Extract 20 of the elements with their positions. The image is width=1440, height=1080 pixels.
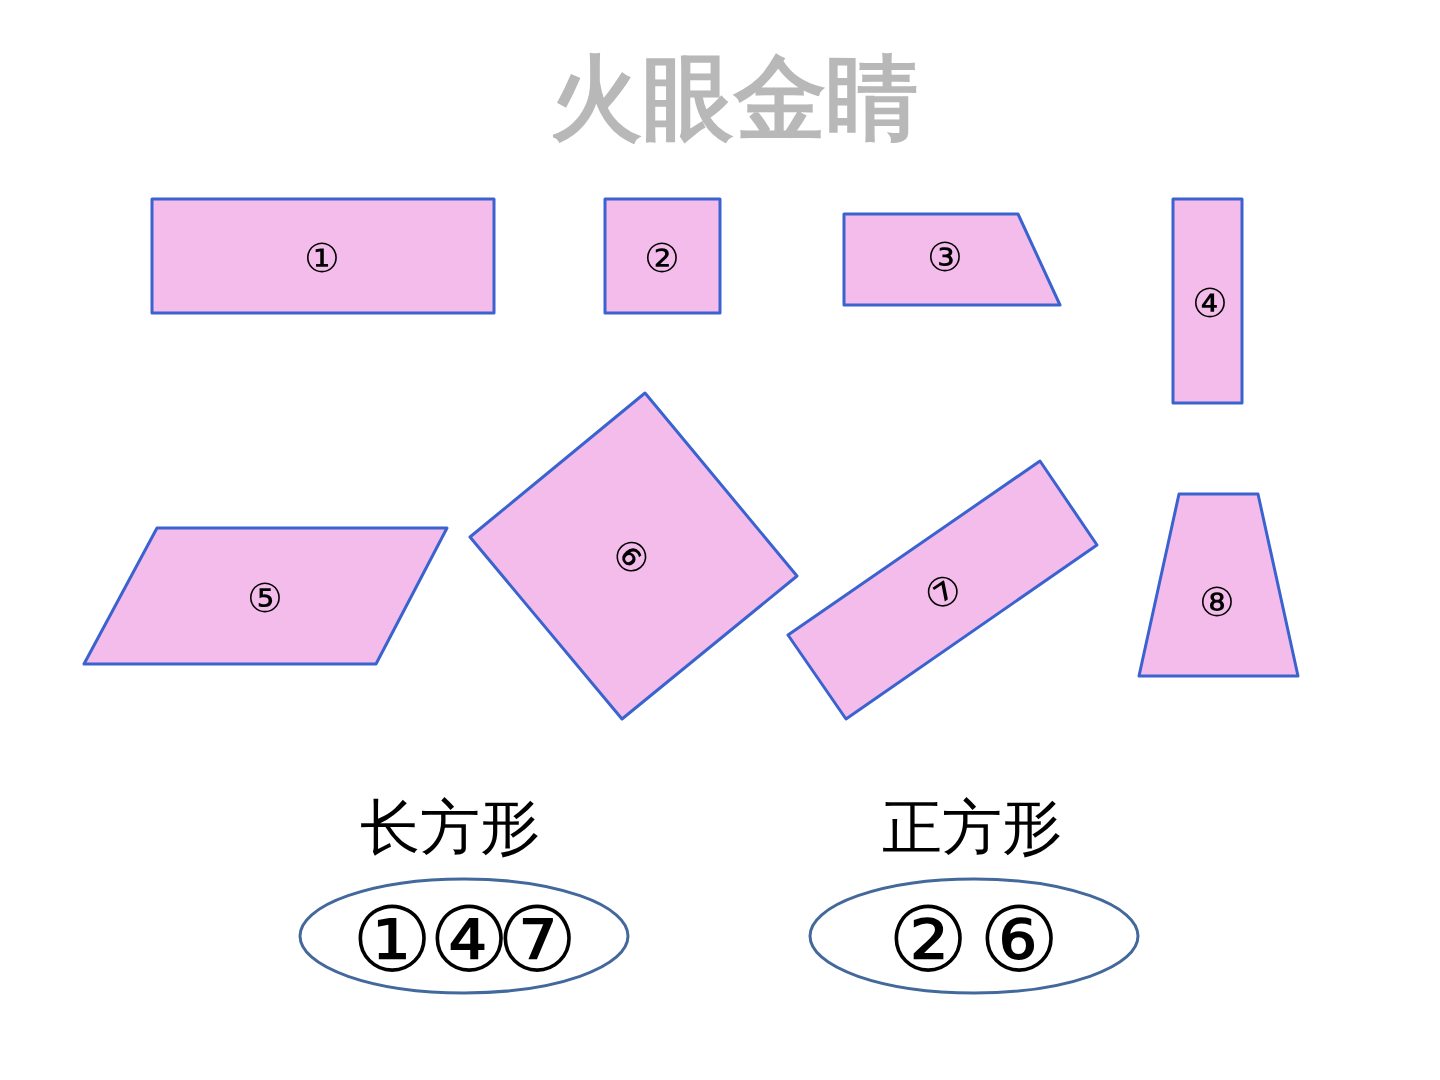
circled-number: ⑤: [247, 578, 283, 618]
circled-number: ①: [351, 895, 433, 985]
circled-number: ⑥: [978, 895, 1060, 985]
title: 火眼金睛: [550, 52, 918, 144]
circled-number: ⑧: [1199, 582, 1235, 622]
category-heading: 正方形: [882, 798, 1062, 858]
category-heading: 长方形: [360, 798, 540, 858]
circled-number: ①: [304, 238, 340, 278]
trapezoid-shape: [1136, 491, 1301, 679]
circled-number: ②: [887, 895, 969, 985]
circled-number: ③: [927, 237, 963, 277]
parallelogram-shape: [81, 525, 450, 667]
rectangle-shape: [1170, 196, 1245, 406]
square-shape: [602, 196, 723, 316]
rectangle-shape: [149, 196, 497, 316]
circled-number: ②: [644, 238, 680, 278]
circled-number: ⑦: [916, 565, 970, 619]
circled-number: ④: [1192, 283, 1228, 323]
trapezoid-shape: [841, 211, 1063, 308]
circled-number: ⑥: [604, 530, 658, 584]
